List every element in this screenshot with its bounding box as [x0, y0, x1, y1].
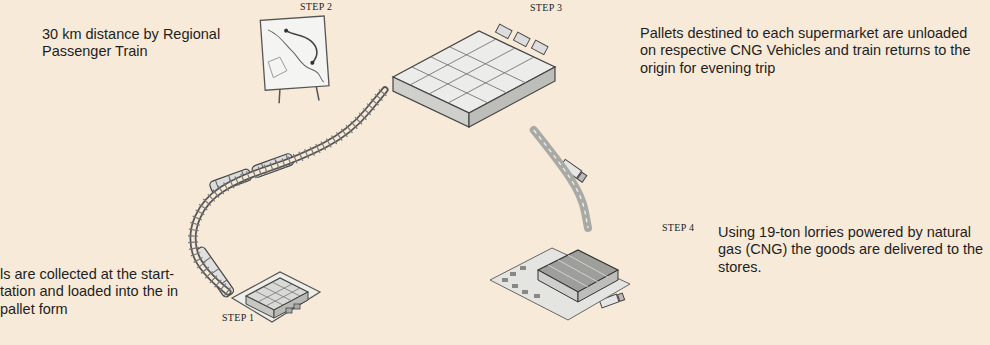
distribution-warehouse: STEP 3 [385, 15, 560, 130]
start-station-drawing-part [258, 284, 292, 302]
step-description: Pallets destined to each supermarket are… [640, 25, 978, 77]
step-description: ls are collected at the start- tation an… [0, 266, 198, 318]
supermarket-store-drawing-part [510, 272, 516, 276]
step-label: STEP 1 [222, 312, 254, 323]
supermarket-store-drawing-part [512, 284, 518, 288]
distribution-warehouse-drawing-part [429, 48, 515, 94]
illustration-part [268, 26, 324, 85]
rail-bed [193, 90, 385, 292]
supermarket-store: STEP 4 [490, 228, 630, 333]
supermarket-store-drawing-part [490, 248, 630, 320]
step-description: 30 km distance by Regional Passenger Tra… [42, 26, 260, 61]
route-map-board [260, 16, 330, 104]
illustration-part [284, 28, 288, 32]
supermarket-store-drawing-part [558, 260, 598, 282]
illustration-part [268, 57, 287, 78]
supermarket-store-drawing-part [534, 294, 540, 298]
start-station-drawing-part [272, 282, 300, 296]
distribution-warehouse-drawing-part [412, 67, 488, 103]
distribution-warehouse-drawing-part [495, 24, 512, 39]
start-station-drawing-part [286, 308, 292, 313]
start-station-drawing-part [294, 304, 300, 309]
illustration-part [260, 16, 329, 90]
distribution-warehouse-drawing-part [410, 39, 496, 85]
distribution-warehouse-drawing-part [513, 32, 530, 47]
start-station-drawing-part [255, 291, 283, 305]
start-station-drawing-part [266, 288, 300, 306]
step-label: STEP 3 [530, 2, 562, 13]
distribution-warehouse-drawing-part [393, 77, 469, 127]
road-connector [534, 130, 588, 228]
distribution-warehouse-drawing-part [531, 40, 548, 55]
start-station-drawing-part [264, 287, 292, 301]
step-description: Using 19-ton lorries powered by natural … [718, 224, 986, 276]
railway-connector [193, 90, 385, 292]
illustration-part [577, 172, 587, 182]
supermarket-store-drawing-part [538, 270, 578, 302]
distribution-warehouse-drawing-part [431, 57, 507, 93]
start-station-drawing-part [274, 292, 308, 318]
road-surface [534, 130, 588, 228]
supermarket-store-drawing-part [578, 270, 618, 302]
supermarket-store-drawing-part [520, 266, 526, 270]
rail-sleepers [193, 90, 385, 292]
rail-gap [193, 90, 385, 292]
step-label: STEP 4 [662, 222, 694, 233]
supermarket-store-drawing-part [568, 255, 608, 277]
road-marking [534, 130, 588, 228]
illustration-part [286, 29, 318, 65]
distribution-warehouse-drawing-part [450, 47, 526, 83]
step-label: STEP 2 [300, 1, 332, 13]
distribution-warehouse-drawing-part [448, 57, 534, 103]
distribution-warehouse-drawing-part [385, 15, 560, 130]
supermarket-store-drawing-part [502, 278, 508, 282]
illustration-part [310, 61, 314, 65]
illustration-part [618, 293, 625, 301]
supermarket-store-drawing-part [490, 228, 630, 333]
supermarket-store-drawing-part [522, 290, 528, 294]
supermarket-store-drawing-part [548, 265, 588, 287]
start-station: STEP 1 [228, 252, 323, 332]
